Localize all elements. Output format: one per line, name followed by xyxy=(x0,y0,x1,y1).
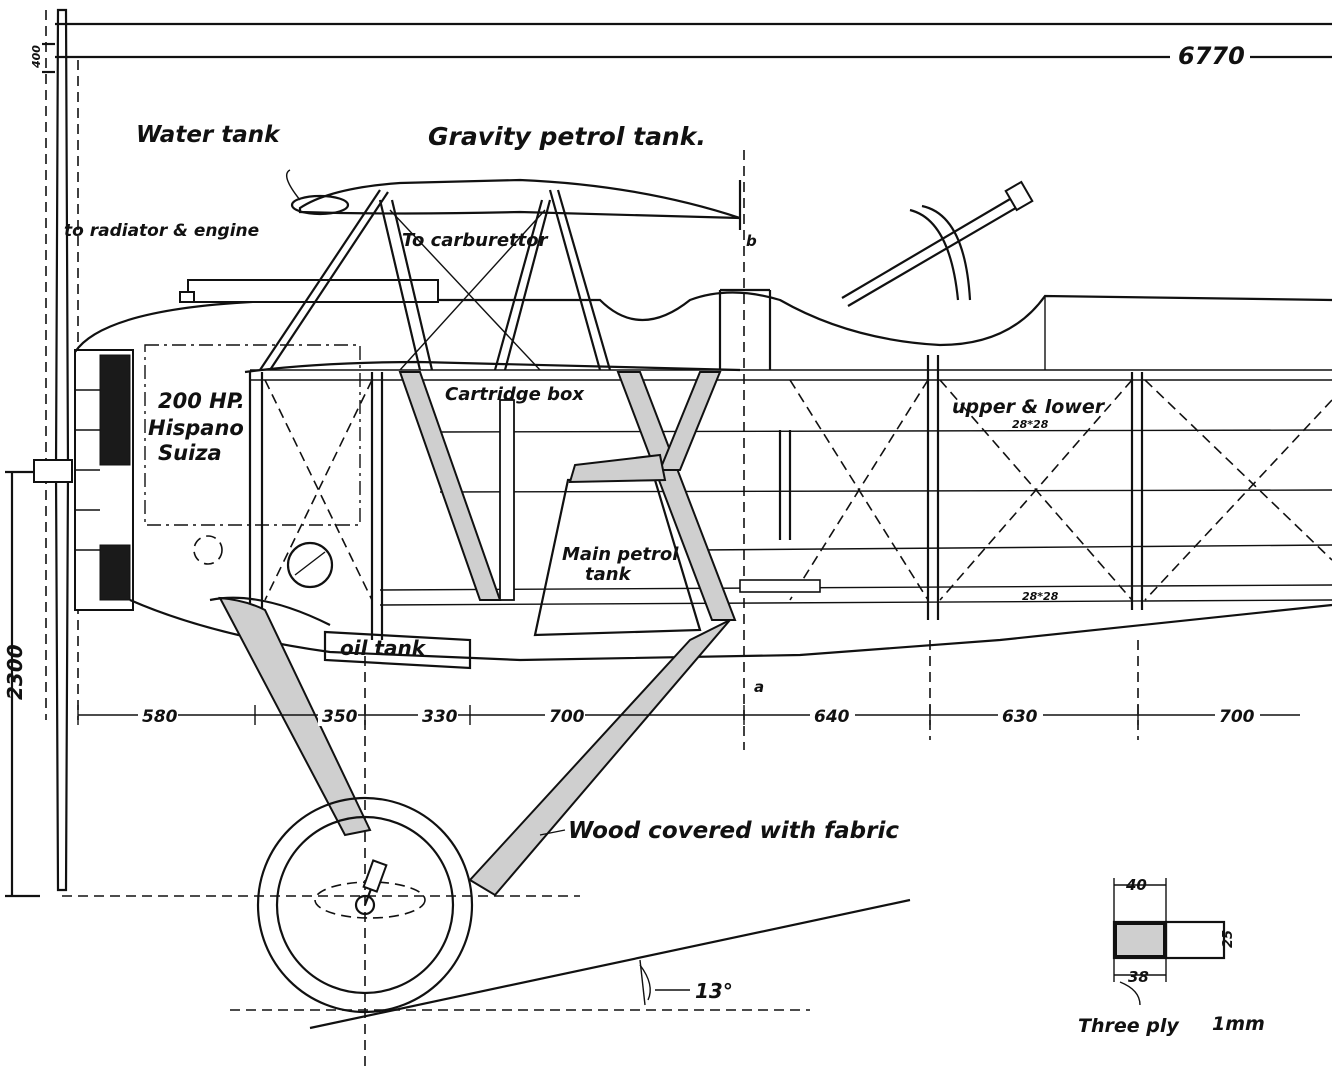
top-offset-label: 400 xyxy=(30,45,43,69)
top-dimension-lines: 6770 400 xyxy=(30,22,1332,74)
three-ply-label: Three ply xyxy=(1078,1015,1180,1037)
point-b-label: b xyxy=(746,232,757,250)
three-ply-thickness: 1mm xyxy=(1212,1013,1265,1035)
strut-section-detail: 40 38 25 Three ply 1mm xyxy=(1078,876,1265,1037)
gun-mount xyxy=(841,180,1034,307)
water-tank-label: Water tank xyxy=(136,122,281,148)
section-height: 25 xyxy=(1221,930,1236,948)
to-carburettor-label: To carburettor xyxy=(402,230,549,251)
to-radiator-label: to radiator & engine xyxy=(64,221,259,241)
interplane-struts xyxy=(398,371,737,621)
upper-lower-label: upper & lower xyxy=(952,396,1106,418)
radiator-nose xyxy=(74,349,134,611)
propeller xyxy=(33,8,73,892)
engine-label-line2: Hispano xyxy=(148,416,244,440)
point-a-label: a xyxy=(754,678,764,696)
upper-wing-centre-section xyxy=(286,169,742,230)
section-width-bottom: 38 xyxy=(1128,968,1149,986)
lower-wing-chord xyxy=(244,360,741,374)
oil-tank-label: oil tank xyxy=(340,636,427,660)
station-dim-330: 330 xyxy=(422,707,458,727)
annotation-labels: Water tank Gravity petrol tank. to radia… xyxy=(64,122,1106,844)
station-dim-700b: 700 xyxy=(1219,707,1255,727)
gravity-tank-label: Gravity petrol tank. xyxy=(428,122,706,151)
height-dimension: 2300 xyxy=(3,470,40,898)
cockpit-details xyxy=(193,430,821,593)
height-label: 2300 xyxy=(3,644,27,700)
cartridge-box-label: Cartridge box xyxy=(445,384,585,405)
main-tank-label-line1: Main petrol xyxy=(562,544,679,565)
station-dim-700a: 700 xyxy=(549,707,585,727)
fuselage-outline xyxy=(74,288,1332,662)
main-tank-label-line2: tank xyxy=(585,564,632,585)
main-petrol-tank xyxy=(533,453,702,637)
oil-tank xyxy=(323,630,472,670)
station-dim-640: 640 xyxy=(814,707,850,727)
lower-longeron-size: 28*28 xyxy=(1022,590,1059,603)
cabane-struts xyxy=(259,189,612,371)
wheel xyxy=(256,796,474,1014)
section-width-top: 40 xyxy=(1125,876,1147,894)
engine-label-line3: Suiza xyxy=(158,441,222,465)
station-datum-lines xyxy=(45,10,1139,1070)
engine-label-line1: 200 HP. xyxy=(158,389,245,413)
station-dimension-line: 580 350 330 700 640 630 700 xyxy=(77,704,1300,727)
upper-lower-size: 28*28 xyxy=(1012,418,1049,431)
ground-line: 13° xyxy=(309,898,911,1030)
ground-angle-label: 13° xyxy=(695,979,733,1003)
station-dim-630: 630 xyxy=(1002,707,1038,727)
wood-covered-label: Wood covered with fabric xyxy=(568,818,899,844)
fuselage-frame xyxy=(144,344,1332,640)
total-length-label: 6770 xyxy=(1178,42,1245,70)
station-dim-350: 350 xyxy=(322,707,358,727)
undercarriage-legs xyxy=(209,596,731,897)
station-dim-580: 580 xyxy=(142,707,178,727)
